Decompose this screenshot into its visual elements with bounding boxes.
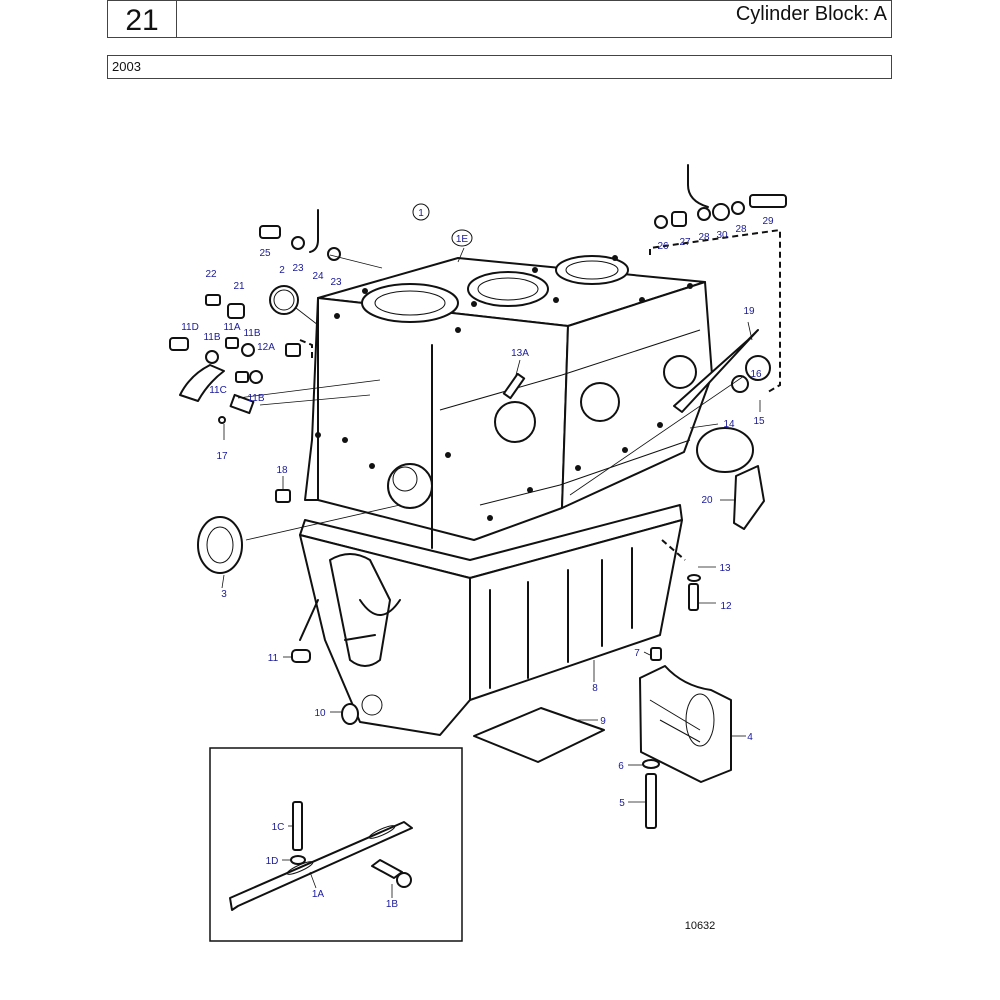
page-title: Cylinder Block: A [735, 3, 887, 25]
callout-16: 16 [750, 369, 762, 380]
callout-6: 6 [618, 761, 624, 772]
callout-labels: 1 1E 2 3 4 5 6 7 8 9 10 11 11A 11B 11B 1… [181, 203, 774, 910]
callout-12a: 12A [257, 342, 275, 353]
callout-23-left: 23 [292, 263, 304, 274]
callout-21: 21 [233, 281, 245, 292]
callout-11b-lower: 11B [247, 393, 264, 404]
callout-14: 14 [723, 419, 735, 430]
callout-1: 1 [418, 208, 424, 219]
callout-29: 29 [762, 216, 774, 227]
callout-25: 25 [259, 248, 271, 259]
year-bar: 2003 [107, 55, 892, 79]
callout-1a: 1A [312, 889, 325, 900]
callout-23-right: 23 [330, 277, 342, 288]
callout-11c: 11C [209, 385, 227, 396]
callout-8: 8 [592, 683, 598, 694]
callout-11d: 11D [181, 322, 199, 333]
page-number: 21 [108, 1, 177, 37]
oil-sump [299, 504, 683, 736]
leader-lines [221, 247, 761, 803]
callout-1c: 1C [272, 822, 285, 833]
callout-28-left: 28 [698, 232, 710, 243]
callout-18: 18 [276, 465, 288, 476]
inset-detail [209, 747, 463, 942]
callout-11b-left: 11B [203, 332, 220, 343]
small-parts [169, 164, 787, 829]
callout-27: 27 [679, 237, 691, 248]
callout-10: 10 [314, 708, 326, 719]
callout-26: 26 [657, 241, 669, 252]
callout-30: 30 [716, 230, 728, 241]
sump-gasket [473, 707, 605, 763]
item-1e-oval [451, 229, 473, 247]
callout-3: 3 [221, 589, 227, 600]
callout-20: 20 [701, 495, 713, 506]
callout-2: 2 [279, 265, 285, 276]
callout-5: 5 [619, 798, 625, 809]
header-bar: 21 Cylinder Block: A [107, 0, 892, 38]
callout-13a: 13A [511, 348, 529, 359]
callout-12: 12 [720, 601, 732, 612]
callout-1e: 1E [456, 234, 469, 245]
callout-17: 17 [216, 451, 228, 462]
drawing-number: 10632 [685, 920, 716, 932]
callout-1d: 1D [266, 856, 279, 867]
callout-11: 11 [268, 653, 279, 664]
model-year: 2003 [112, 59, 141, 74]
callout-13: 13 [719, 563, 731, 574]
callout-19: 19 [743, 306, 755, 317]
callout-11b-right: 11B [243, 328, 260, 339]
callout-24: 24 [312, 271, 324, 282]
callout-22: 22 [205, 269, 217, 280]
callout-28-right: 28 [735, 224, 747, 235]
item-1-circle [412, 203, 430, 221]
callout-4: 4 [747, 732, 753, 743]
callout-15: 15 [753, 416, 765, 427]
callout-11a: 11A [223, 322, 240, 333]
callout-1b: 1B [386, 899, 399, 910]
callout-7: 7 [634, 648, 640, 659]
cylinder-block [304, 255, 713, 549]
main-bearing-bracket [639, 665, 732, 783]
callout-9: 9 [600, 716, 606, 727]
